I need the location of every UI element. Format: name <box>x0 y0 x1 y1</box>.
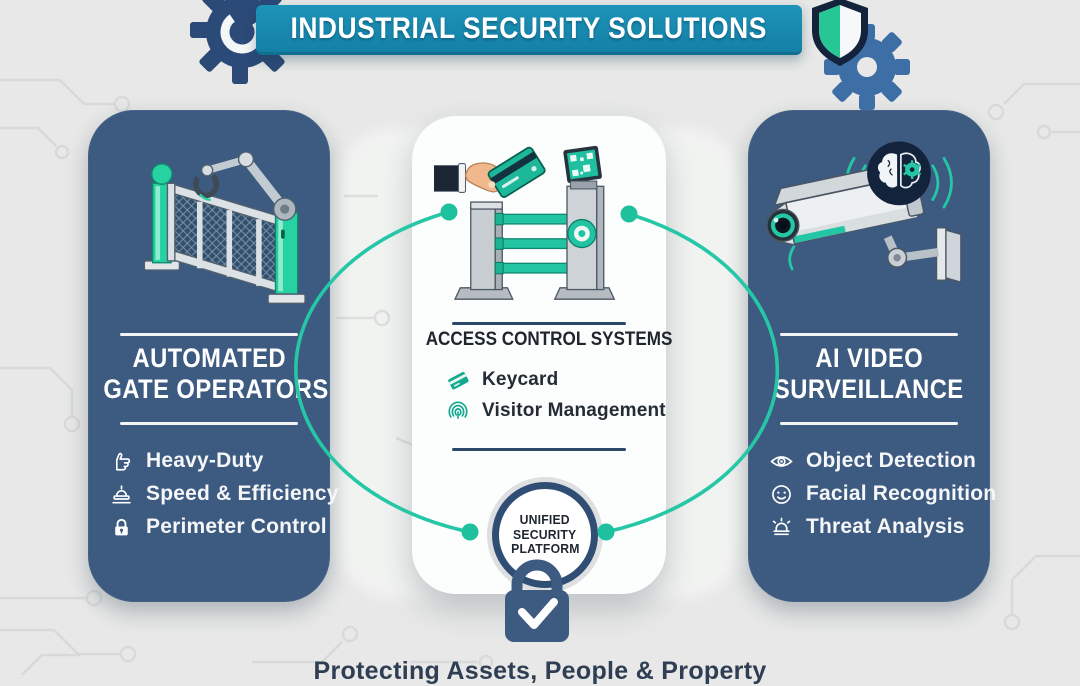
checkmark-icon <box>518 598 558 629</box>
list-item-label: Threat Analysis <box>806 515 965 538</box>
eye-icon <box>770 455 793 467</box>
face-icon <box>772 484 791 504</box>
list-item: Speed & Efficiency <box>110 481 339 507</box>
footer-caption: Protecting Assets, People & Property <box>313 657 767 685</box>
fingerprint-icon <box>448 401 468 419</box>
turnstile-illustration <box>434 145 616 300</box>
panel-title: AUTOMATED GATE OPERATORS <box>103 343 329 404</box>
list-item-label: Object Detection <box>806 449 977 472</box>
list-item-label: Keycard <box>482 369 559 390</box>
feature-list: Heavy-Duty Speed & Efficiency Perimeter … <box>110 448 339 547</box>
divider <box>452 322 626 325</box>
list-item: Perimeter Control <box>110 514 339 540</box>
padlock-illustration <box>505 559 569 642</box>
list-item: Threat Analysis <box>770 514 996 540</box>
divider <box>120 333 298 336</box>
keycard-icon <box>448 372 469 390</box>
divider <box>120 422 298 425</box>
divider <box>452 448 626 451</box>
keycard <box>487 146 546 198</box>
access-control-card: ACCESS CONTROL SYSTEMS Keycard <box>412 116 673 594</box>
ai-camera-illustration <box>766 141 962 284</box>
automated-gate-illustration <box>143 151 306 305</box>
ai-brain-badge <box>867 141 931 206</box>
list-item-label: Perimeter Control <box>146 515 327 538</box>
divider <box>780 422 958 425</box>
shield-icon <box>812 0 868 66</box>
feature-list: Object Detection Facial Recognition Thre… <box>770 448 996 547</box>
list-item: Facial Recognition <box>770 481 996 507</box>
siren-icon <box>772 517 791 535</box>
video-surveillance-panel: AI VIDEO SURVEILLANCE Object Detection F… <box>748 110 996 602</box>
feature-list: Keycard Visitor Management <box>446 367 666 429</box>
panel-title: AI VIDEO SURVEILLANCE <box>774 343 964 404</box>
banner: INDUSTRIAL SECURITY SOLUTIONS <box>256 5 802 55</box>
list-item-label: Visitor Management <box>482 400 666 421</box>
list-item: Heavy-Duty <box>110 448 339 474</box>
padlock-icon <box>115 518 128 535</box>
list-item-label: Facial Recognition <box>806 482 997 505</box>
work-glove-icon <box>115 452 131 471</box>
banner-title: INDUSTRIAL SECURITY SOLUTIONS <box>290 11 768 45</box>
list-item: Visitor Management <box>446 398 666 424</box>
qr-screen <box>563 145 602 184</box>
list-item-label: Heavy-Duty <box>146 449 264 472</box>
divider <box>780 333 958 336</box>
list-item: Object Detection <box>770 448 996 474</box>
list-item: Keycard <box>446 367 666 393</box>
card-title: ACCESS CONTROL SYSTEMS <box>425 329 673 350</box>
list-item-label: Speed & Efficiency <box>146 482 339 505</box>
stamp-press-icon <box>112 484 131 503</box>
gate-operators-panel: AUTOMATED GATE OPERATORS Heavy-Duty Spee… <box>88 110 338 602</box>
sleeve <box>434 165 461 192</box>
